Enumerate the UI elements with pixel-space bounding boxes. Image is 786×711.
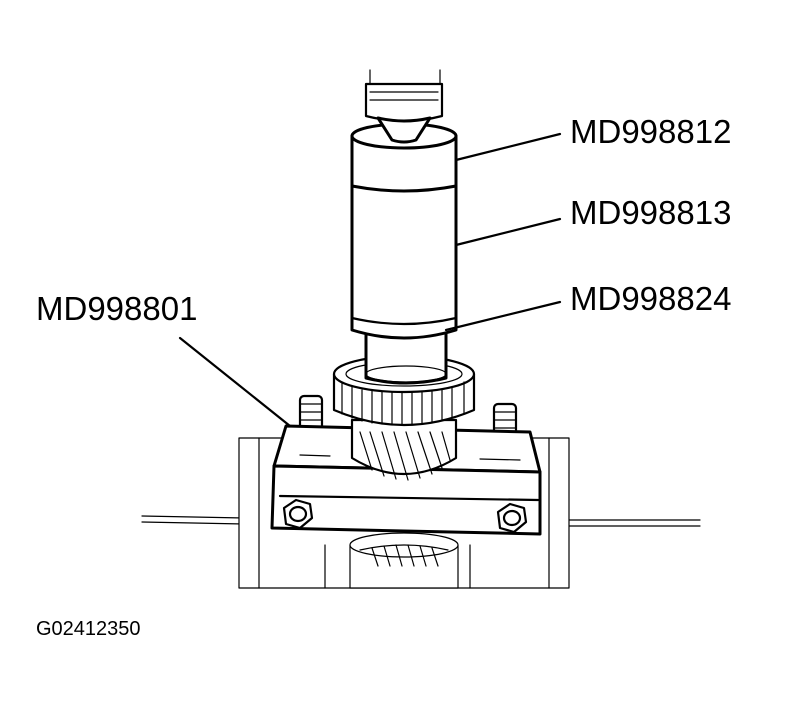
helical-gear — [350, 418, 458, 481]
figure-code: G02412350 — [36, 618, 141, 640]
callout-md998801: MD998801 — [36, 290, 198, 327]
press-ram — [364, 69, 444, 144]
installer-tool — [350, 122, 458, 385]
callout-md998812: MD998812 — [570, 113, 732, 150]
left-bolt-icon — [282, 498, 314, 530]
callout-md998824: MD998824 — [570, 280, 732, 317]
callout-md998813: MD998813 — [570, 194, 732, 231]
right-bolt-icon — [496, 502, 528, 534]
leader-lines — [178, 132, 562, 428]
lower-gear — [349, 532, 459, 589]
